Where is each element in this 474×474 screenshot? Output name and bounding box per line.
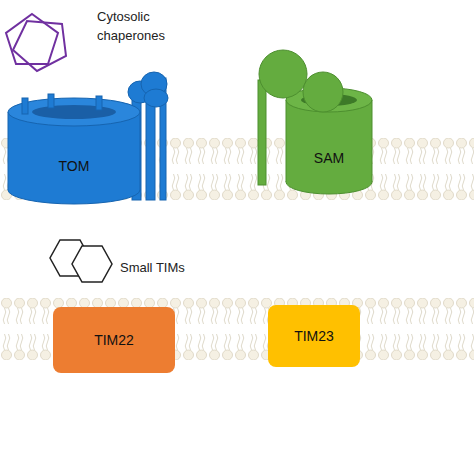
small-tims-label: Small TIMs [120,259,240,278]
tom-complex: TOM [6,68,178,204]
sam-complex: SAM [238,48,376,194]
chaperone-label: Cytosolic chaperones [97,8,192,46]
tim22-box: TIM22 [53,307,175,373]
chaperone-icon [13,21,66,71]
complex-name: TOM [8,158,140,175]
complex-name: TIM23 [294,328,334,345]
complex-name: SAM [286,150,372,167]
complex-shape [238,48,376,194]
tim23-box: TIM23 [268,305,360,367]
complex-name: TIM22 [94,332,134,349]
small-tim-icon [72,246,112,282]
complex-shape [6,68,178,204]
